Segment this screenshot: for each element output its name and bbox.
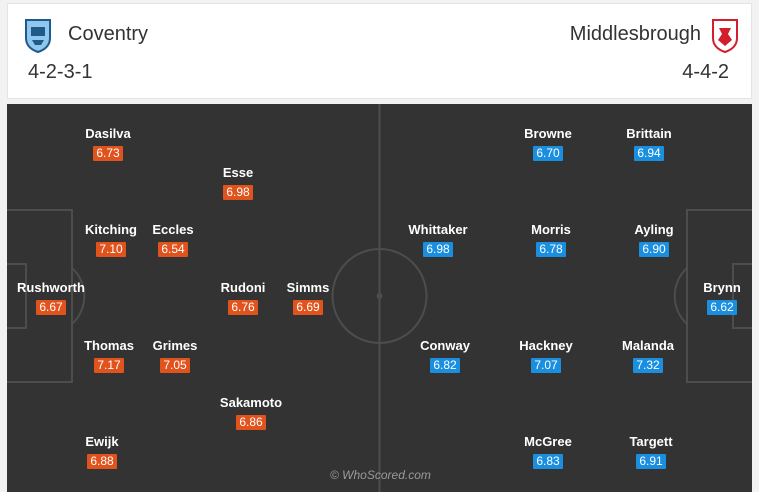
player-rating: 6.91	[636, 454, 666, 469]
player-rating: 6.90	[639, 242, 669, 257]
player-rating: 6.98	[423, 242, 453, 257]
player-rating: 6.62	[707, 300, 737, 315]
middlesbrough-crest-icon	[712, 19, 738, 54]
player-rating: 6.94	[634, 146, 664, 161]
player-brynn[interactable]: Brynn 6.62	[677, 280, 752, 316]
player-hackney[interactable]: Hackney 7.07	[501, 338, 591, 374]
match-header: Coventry 4-2-3-1 Middlesbrough 4-4-2	[7, 3, 752, 99]
player-rating: 6.88	[87, 454, 117, 469]
player-rating: 6.83	[533, 454, 563, 469]
player-targett[interactable]: Targett 6.91	[606, 434, 696, 470]
player-rudoni[interactable]: Rudoni 6.76	[198, 280, 288, 316]
player-rating: 7.05	[160, 358, 190, 373]
player-rating: 6.54	[158, 242, 188, 257]
player-rating: 7.32	[633, 358, 663, 373]
player-dasilva[interactable]: Dasilva 6.73	[63, 126, 153, 162]
player-name: Esse	[222, 165, 254, 180]
player-name: Whittaker	[408, 222, 468, 237]
player-name: Malanda	[621, 338, 674, 353]
player-name: McGree	[524, 434, 572, 449]
pitch: Dasilva 6.73 Esse 6.98 Kitching 7.10 Ecc…	[7, 104, 752, 492]
player-brittain[interactable]: Brittain 6.94	[604, 126, 694, 162]
pitch-markings	[7, 104, 752, 492]
player-conway[interactable]: Conway 6.82	[400, 338, 490, 374]
player-name: Browne	[524, 126, 572, 141]
player-name: Ayling	[634, 222, 674, 237]
player-rating: 7.17	[94, 358, 124, 373]
player-rating: 6.82	[430, 358, 460, 373]
player-rating: 6.70	[533, 146, 563, 161]
player-name: Rudoni	[220, 280, 266, 295]
player-mcgree[interactable]: McGree 6.83	[503, 434, 593, 470]
player-rating: 6.86	[236, 415, 266, 430]
player-grimes[interactable]: Grimes 7.05	[130, 338, 220, 374]
player-rating: 6.76	[228, 300, 258, 315]
player-esse[interactable]: Esse 6.98	[193, 165, 283, 201]
player-name: Dasilva	[85, 126, 131, 141]
home-formation: 4-2-3-1	[28, 61, 93, 83]
player-rating: 7.07	[531, 358, 561, 373]
player-rating: 7.10	[96, 242, 126, 257]
player-rating: 6.98	[223, 185, 253, 200]
player-ayling[interactable]: Ayling 6.90	[609, 222, 699, 258]
player-sakamoto[interactable]: Sakamoto 6.86	[206, 395, 296, 431]
player-ewijk[interactable]: Ewijk 6.88	[57, 434, 147, 470]
player-morris[interactable]: Morris 6.78	[506, 222, 596, 258]
player-name: Rushworth	[17, 280, 85, 295]
player-rating: 6.78	[536, 242, 566, 257]
player-malanda[interactable]: Malanda 7.32	[603, 338, 693, 374]
player-name: Kitching	[85, 222, 137, 237]
player-name: Hackney	[519, 338, 573, 353]
player-rating: 6.73	[93, 146, 123, 161]
player-name: Sakamoto	[219, 395, 283, 410]
player-name: Ewijk	[85, 434, 119, 449]
player-whittaker[interactable]: Whittaker 6.98	[393, 222, 483, 258]
away-formation: 4-4-2	[682, 61, 729, 83]
player-name: Morris	[531, 222, 571, 237]
player-name: Eccles	[152, 222, 194, 237]
home-team-name[interactable]: Coventry	[68, 23, 149, 45]
player-name: Targett	[629, 434, 673, 449]
player-thomas[interactable]: Thomas 7.17	[64, 338, 154, 374]
player-name: Grimes	[152, 338, 198, 353]
player-simms[interactable]: Simms 6.69	[263, 280, 353, 316]
player-name: Brittain	[626, 126, 672, 141]
player-browne[interactable]: Browne 6.70	[503, 126, 593, 162]
player-rushworth[interactable]: Rushworth 6.67	[7, 280, 96, 316]
coventry-crest-icon	[25, 19, 51, 54]
away-team-name[interactable]: Middlesbrough	[569, 23, 701, 45]
player-name: Thomas	[84, 338, 134, 353]
player-name: Brynn	[703, 280, 741, 295]
player-rating: 6.67	[36, 300, 66, 315]
watermark: © WhoScored.com	[330, 468, 431, 482]
player-name: Simms	[286, 280, 330, 295]
player-rating: 6.69	[293, 300, 323, 315]
player-eccles[interactable]: Eccles 6.54	[128, 222, 218, 258]
player-kitching[interactable]: Kitching 7.10	[66, 222, 156, 258]
player-name: Conway	[420, 338, 470, 353]
